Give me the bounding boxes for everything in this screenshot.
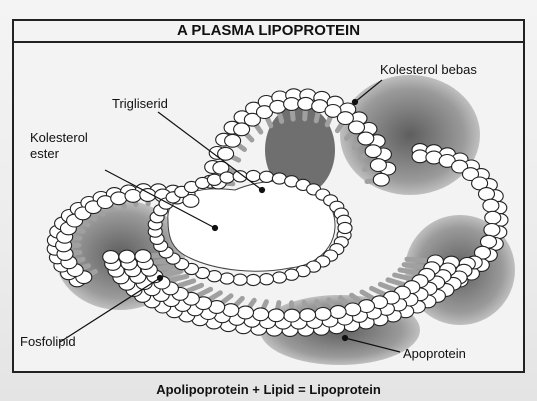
label-kolesterol-bebas: Kolesterol bebas [380,62,477,77]
label-trigliserid: Trigliserid [112,96,168,111]
label-fosfolipid: Fosfolipid [20,334,76,349]
pointer-dot [158,276,163,281]
pointer-dot [353,100,358,105]
phospholipid-head [338,222,352,233]
phospholipid-head [268,309,284,322]
phospholipid-head [260,171,274,182]
phospholipid-head [345,303,361,316]
phospholipid-head [300,309,316,322]
phospholipid-head [253,308,269,321]
phospholipid-head [111,192,127,205]
phospholipid-head [233,171,247,182]
label-apoprotein: Apoprotein [403,346,466,361]
phospholipid-head [238,306,254,319]
phospholipid-head [315,308,331,321]
phospholipid-head [223,304,239,317]
phospholipid-head [125,190,141,203]
phospholipid-head [260,274,274,285]
phospholipid-head [135,250,151,263]
phospholipid-head [225,134,241,147]
pointer-dot [260,188,265,193]
phospholipid-head [298,97,314,110]
phospholipid-head [207,174,221,185]
phospholipid-head [358,132,374,145]
phospholipid-head [483,199,499,212]
phospholipid-head [220,172,234,183]
phospholipid-head [485,211,501,224]
pointer-dot [213,226,218,231]
phospholipid-head [272,272,286,283]
label-kolesterol-ester-line1: Kolesterol [30,130,88,145]
phospholipid-head [349,121,365,134]
phospholipid-head [373,173,389,186]
pointer-dot [343,336,348,341]
label-kolesterol-ester-line2: ester [30,146,59,161]
phospholipid-head [365,145,381,158]
phospholipid-head [330,306,346,319]
phospholipid-head [233,274,247,285]
figure-caption: Apolipoprotein + Lipid = Lipoprotein [0,382,537,397]
phospholipid-head [119,250,135,263]
phospholipid-head [479,188,495,201]
phospholipid-head [370,159,386,172]
phospholipid-head [484,224,500,237]
phospholipid-head [103,251,119,264]
phospholipid-head [220,273,234,284]
phospholipid-head [246,274,260,285]
phospholipid-head [284,309,300,322]
